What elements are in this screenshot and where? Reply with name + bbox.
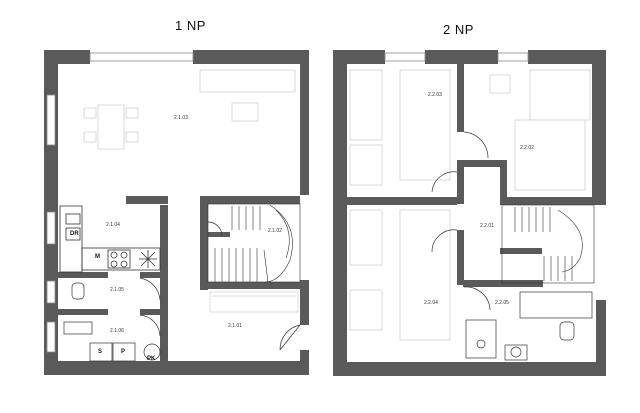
floor-1-doors — [139, 221, 301, 351]
appliance-p-label: P — [121, 349, 126, 355]
floor-1-furniture — [83, 69, 296, 150]
floor-2-windows — [384, 52, 529, 62]
floor-2-stairs — [501, 204, 595, 284]
floor-2-walls — [333, 50, 606, 376]
floor-1-kitchen — [59, 205, 161, 273]
floor-1-stairs — [207, 203, 301, 283]
dishwasher-label: DR — [70, 231, 79, 237]
floor-2-doors — [431, 131, 491, 311]
room-2-2-03: 2.2.03 — [428, 92, 442, 98]
room-2-2-04: 2.2.04 — [424, 300, 438, 306]
floor-1-windows — [46, 52, 194, 353]
room-2-1-02: 2.1.02 — [268, 228, 282, 234]
appliance-pk-label: PK — [147, 356, 156, 362]
floor-2-furniture — [349, 69, 591, 341]
room-2-1-01: 2.1.01 — [228, 323, 242, 329]
room-2-2-02: 2.2.02 — [520, 145, 534, 151]
floor-2-title: 2 NP — [443, 22, 474, 37]
floor-1-hall-wardrobe — [209, 291, 299, 313]
room-2-2-01: 2.2.01 — [480, 223, 494, 229]
floor-1-title: 1 NP — [175, 18, 206, 33]
room-2-1-03: 2.1.03 — [174, 115, 188, 121]
floor-2-bathroom — [465, 291, 593, 361]
room-2-1-04: 2.1.04 — [106, 222, 120, 228]
floor-1-bathrooms — [63, 282, 161, 362]
room-2-2-05: 2.2.05 — [495, 300, 509, 306]
appliance-s-label: S — [98, 349, 103, 355]
room-2-1-05: 2.1.05 — [110, 287, 124, 293]
floor-1-walls — [44, 50, 309, 375]
microwave-label: M — [95, 254, 100, 260]
room-2-1-06: 2.1.06 — [110, 328, 124, 334]
